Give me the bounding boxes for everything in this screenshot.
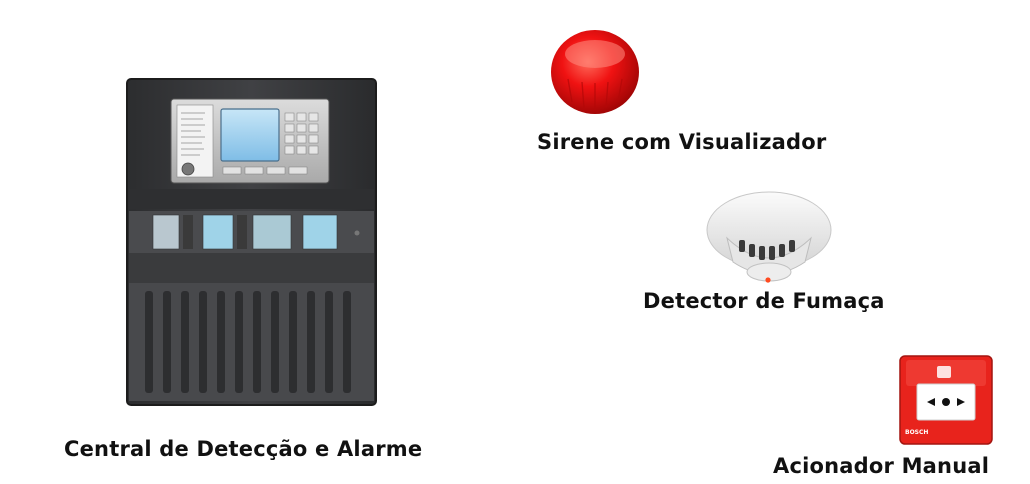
fire-alarm-control-panel-image [125,77,378,407]
smoke-detector-label: Detector de Fumaça [643,289,885,313]
manual-call-point-image: BOSCH [897,354,997,448]
siren-label: Sirene com Visualizador [537,130,827,154]
smoke-detector-graphic [706,191,832,283]
manual-call-point-graphic: BOSCH [899,355,993,445]
bosch-logo: BOSCH [905,429,928,436]
control-panel-label: Central de Detecção e Alarme [64,437,423,461]
smoke-detector-image [705,188,833,288]
control-panel-graphic [126,78,377,406]
manual-call-point-label: Acionador Manual [773,454,990,478]
siren-graphic [551,30,639,114]
siren-with-strobe-image [548,24,642,116]
